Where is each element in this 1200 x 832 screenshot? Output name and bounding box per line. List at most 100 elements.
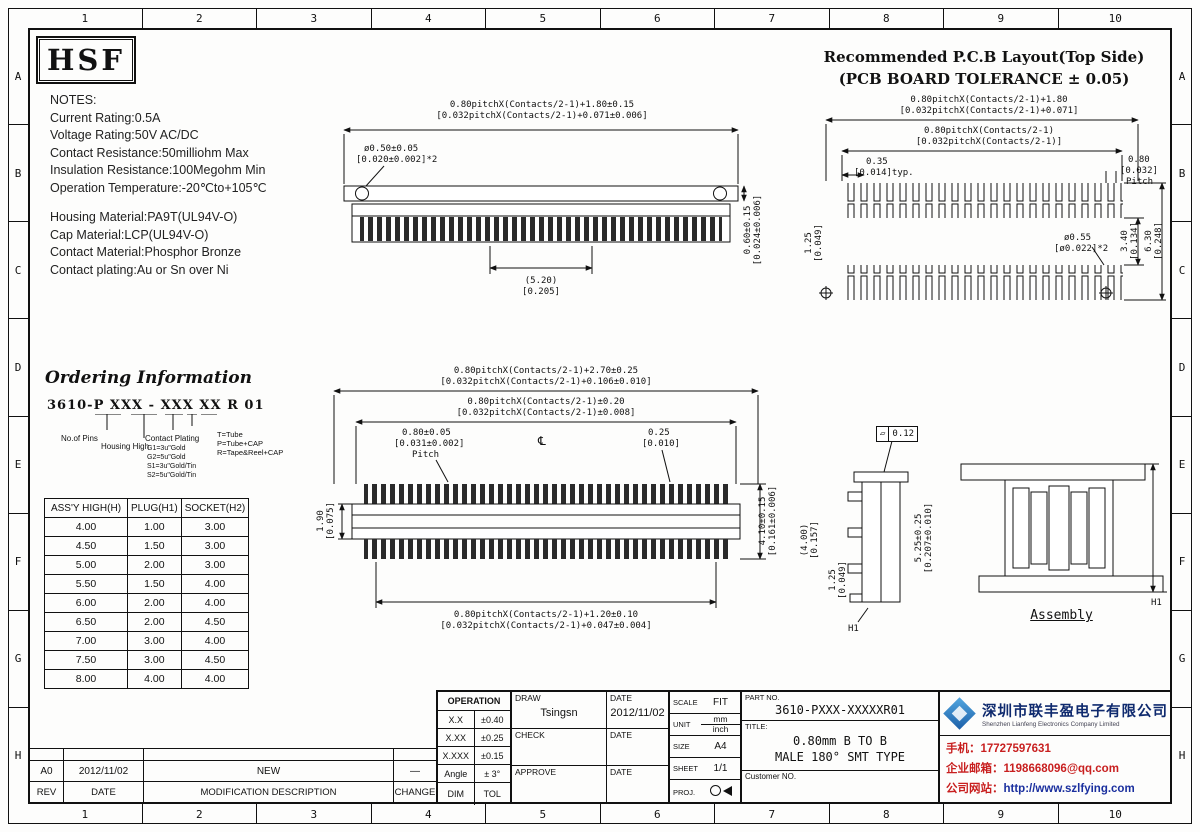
revision-row: A0 2012/11/02 NEW — <box>30 761 436 782</box>
note-line: Operation Temperature:-20℃to+105℃ <box>50 180 267 195</box>
flatness-control-frame: ▱ 0.12 <box>876 426 919 442</box>
operation-header: OPERATION <box>438 692 510 711</box>
revision-header-row: REV DATE MODIFICATION DESCRIPTION CHANGE <box>30 782 436 803</box>
dim-label: [0.020±0.002]*2 <box>356 155 438 165</box>
table-header: SOCKET(H2) <box>180 498 250 518</box>
grid-label: 10 <box>1108 11 1122 25</box>
grid-label: C <box>1172 222 1192 320</box>
tol-val: ±0.15 <box>481 750 504 761</box>
grid-label: 3 <box>257 8 372 28</box>
draw-name: Tsingsn <box>540 707 578 719</box>
sheet-label: SHEET <box>673 764 699 773</box>
grid-label: 6 <box>601 804 715 824</box>
dim-label-vertical: (4.00) [0.157] <box>800 521 820 559</box>
date-label: DATE <box>610 730 633 740</box>
dim-label: 0.80pitchX(Contacts/2-1)+1.20±0.10 <box>453 610 639 620</box>
dim-mm: (4.00) <box>800 523 810 557</box>
dim-label-vertical: 1.90 [0.075] <box>316 502 336 540</box>
table-cell: 4.00 <box>44 517 128 537</box>
grid-label: D <box>8 319 28 417</box>
company-website: 公司网站：http://www.szlfying.com <box>946 780 1164 796</box>
check-band: CHECK DATE <box>512 729 668 766</box>
ordering-packing-options: T=Tube P=Tube+CAP R=Tape&Reel+CAP <box>217 430 283 457</box>
pcb-layout-drawing: 0.80pitchX(Contacts/2-1)+1.80 [0.032pitc… <box>804 95 1172 345</box>
centerline-symbol: ℄ <box>538 434 546 448</box>
ordering-information: Ordering Information 3610-P XXX - XXX XX… <box>45 368 337 490</box>
grid-label: F <box>1172 514 1192 611</box>
dim-mm: 1.25 <box>804 232 814 254</box>
tolerance-row: X.XX ±0.25 <box>438 729 510 747</box>
tol-val: ±0.25 <box>481 732 504 743</box>
hsf-logo: HSF <box>36 36 136 84</box>
top-view-drawing: 0.80pitchX(Contacts/2-1)+1.80±0.15 [0.03… <box>330 100 763 330</box>
part-number-row: PART NO. 3610-PXXX-XXXXXR01 <box>742 692 938 721</box>
grid-label: 10 <box>1108 807 1122 821</box>
grid-label: H <box>1178 749 1186 763</box>
table-cell: 3.00 <box>180 517 250 537</box>
date-label: DATE <box>64 782 144 803</box>
date-label: DATE <box>610 767 633 777</box>
title-row: TITLE: 0.80mm B TO B MALE 180° SMT TYPE <box>742 721 938 771</box>
tol-dim: Angle <box>438 765 475 782</box>
grid-label: A <box>1172 28 1192 126</box>
assembly-graphic <box>960 463 1167 593</box>
grid-label: 8 <box>830 804 944 824</box>
grid-label: 4 <box>372 804 486 824</box>
dim-label: 0.80pitchX(Contacts/2-1) <box>923 126 1055 136</box>
dim-label: Pitch <box>1126 177 1154 187</box>
grid-label: 2 <box>143 8 257 28</box>
grid-label: 9 <box>944 8 1059 28</box>
rev-label: REV <box>30 782 64 803</box>
table-cell: 4.50 <box>180 650 250 670</box>
table-cell: 7.00 <box>44 631 128 651</box>
customer-label: Customer NO. <box>745 772 797 781</box>
grid-label: C <box>8 222 28 320</box>
rev-value: A0 <box>30 761 64 781</box>
grid-label: H <box>14 749 22 763</box>
dim-inch: [0.157] <box>810 521 820 559</box>
website-label: 公司网站： <box>946 783 1004 795</box>
front-view-graphic <box>333 388 766 608</box>
dim-label: 0.80pitchX(Contacts/2-1)+1.80±0.15 <box>449 100 635 110</box>
ordering-code: 3610-P XXX - XXX XX R 01 <box>47 398 265 413</box>
table-header: PLUG(H1) <box>127 498 182 518</box>
company-block: 深圳市联丰盈电子有限公司 Shenzhen Lianfeng Electroni… <box>938 690 1170 802</box>
dim-mm: 0.60±0.15 <box>743 205 753 255</box>
grid-label: G <box>1172 611 1192 708</box>
dim-label-vertical: 4.10±0.15 [0.161±0.006] <box>758 486 778 556</box>
table-cell: 5.00 <box>44 555 128 575</box>
ordering-plating-label: Contact Plating <box>145 434 200 443</box>
note-line: Insulation Resistance:100Megohm Min <box>50 163 266 177</box>
size-label: SIZE <box>673 742 690 751</box>
tol-dim: X.XX <box>438 729 475 746</box>
dim-mm: 1.90 <box>316 510 326 532</box>
company-contacts: 手机：17727597631 企业邮箱：1198668096@qq.com 公司… <box>940 736 1170 800</box>
table-cell: 2.00 <box>127 612 182 632</box>
h1-label: H1 <box>1151 598 1162 608</box>
part-title-block: PART NO. 3610-PXXX-XXXXXR01 TITLE: 0.80m… <box>740 690 938 802</box>
dim-mm: 1.25 <box>828 569 838 591</box>
table-cell: 6.50 <box>44 612 128 632</box>
grid-label: B <box>1172 125 1192 223</box>
note-line: Contact Resistance:50milliohm Max <box>50 145 249 160</box>
front-view-drawing: 0.80pitchX(Contacts/2-1)+2.70±0.25 [0.03… <box>316 366 778 644</box>
rev-date: 2012/11/02 <box>64 761 144 781</box>
dim-label: [0.032pitchX(Contacts/2-1)+0.047±0.004] <box>440 621 652 631</box>
grid-label: 5 <box>486 804 601 824</box>
dim-label-vertical: 1.25 [0.049] <box>828 561 848 599</box>
grid-label: 7 <box>715 804 830 824</box>
revision-empty-row <box>30 749 436 761</box>
note-line: Contact Material:Phosphor Bronze <box>50 245 242 259</box>
notes-heading: NOTES: <box>50 93 97 107</box>
draw-date: 2012/11/02 <box>610 707 665 719</box>
